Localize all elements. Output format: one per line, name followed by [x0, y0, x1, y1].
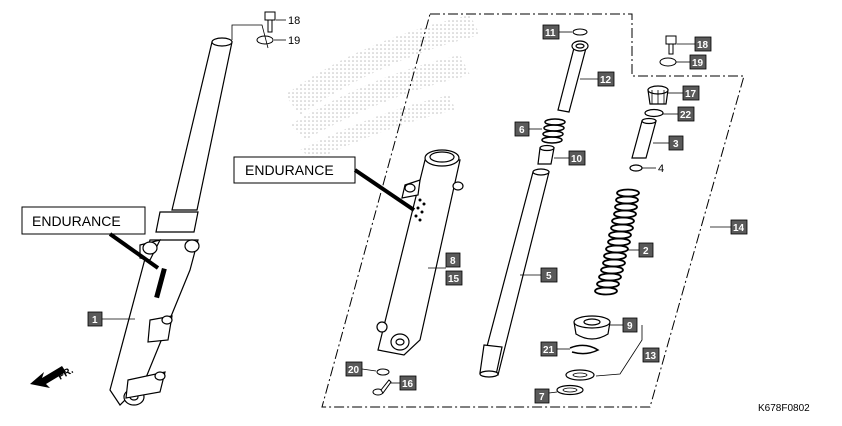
callout-18-left: 18 — [288, 15, 300, 27]
callout-7-box — [534, 388, 550, 404]
outer-tube — [376, 149, 464, 356]
callout-9: 9 — [627, 321, 633, 332]
endurance-label-middle-box — [233, 156, 356, 184]
washer-20 — [376, 368, 390, 376]
callout-4: 4 — [658, 163, 664, 175]
spacer-3 — [631, 117, 657, 159]
callout-8: 8 — [450, 256, 456, 267]
inner-tube — [479, 168, 550, 378]
callout-14: 14 — [733, 223, 745, 234]
stopper-ring-21 — [569, 344, 600, 355]
o-ring-22 — [644, 108, 664, 118]
oil-seal-9 — [573, 315, 611, 340]
diagram-code: K678F0802 — [758, 403, 810, 414]
washer-19-right — [659, 57, 677, 67]
bolt-16 — [372, 379, 392, 396]
wing-watermark — [285, 15, 480, 160]
fork-spring-2 — [594, 188, 640, 296]
damper-rod — [557, 40, 589, 113]
washer-4 — [629, 164, 643, 172]
front-direction-arrow: FR. — [30, 365, 76, 388]
callout-12: 12 — [600, 75, 612, 86]
fork-cap-17 — [647, 85, 669, 105]
callout-19-right: 19 — [692, 58, 704, 69]
decal-stripe — [154, 267, 167, 299]
bolt-18-left — [264, 11, 276, 33]
callout-16: 16 — [402, 379, 414, 390]
front-label: FR. — [56, 365, 76, 383]
callout-19-left: 19 — [288, 35, 300, 47]
callout-13-box — [642, 347, 660, 363]
endurance-pointer-left — [108, 232, 160, 270]
leader-13 — [595, 325, 643, 377]
callout-21: 21 — [543, 345, 555, 356]
callout-8-box — [445, 252, 461, 268]
ring-11 — [572, 28, 588, 36]
callout-5: 5 — [546, 271, 552, 282]
endurance-pointer-middle — [353, 168, 416, 212]
callout-6: 6 — [519, 125, 525, 136]
callout-18-right: 18 — [697, 40, 709, 51]
callout-11: 11 — [545, 28, 556, 39]
callout-10: 10 — [571, 154, 583, 165]
endurance-label-left-box — [21, 206, 146, 235]
callout-2: 2 — [643, 246, 649, 257]
bolt-18-right — [665, 35, 677, 55]
leader-left-top — [231, 24, 269, 49]
callout-20: 20 — [348, 365, 360, 376]
callout-3: 3 — [673, 139, 679, 150]
callout-17: 17 — [685, 89, 697, 100]
callout-15: 15 — [448, 274, 460, 285]
endurance-label-middle: ENDURANCE — [245, 162, 334, 178]
callout-1: 1 — [92, 315, 98, 326]
oil-lock-piece-10 — [537, 144, 555, 165]
decal-dots-middle — [414, 198, 426, 222]
callout-13: 13 — [645, 351, 657, 362]
callout-15-box — [445, 270, 463, 286]
rebound-spring-6 — [541, 118, 566, 144]
endurance-label-left: ENDURANCE — [32, 213, 121, 229]
callout-22: 22 — [680, 110, 692, 121]
callout-7: 7 — [539, 392, 545, 403]
assembly-boundary — [321, 13, 745, 408]
